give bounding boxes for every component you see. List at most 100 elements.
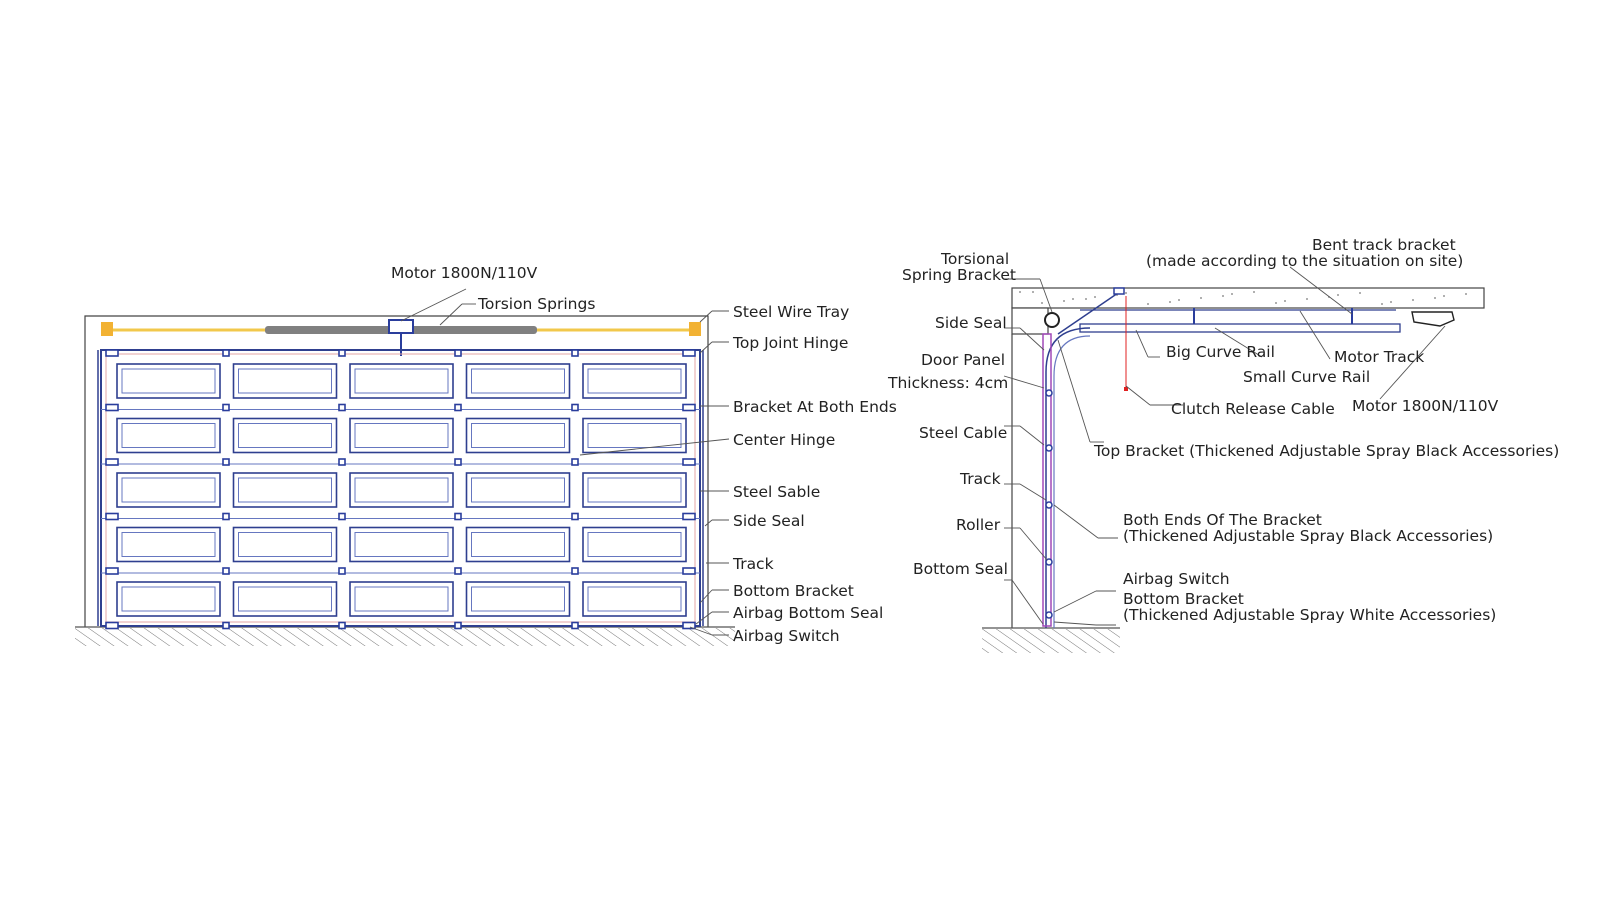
door-panel-inner <box>238 532 332 557</box>
label-steel-wire-tray: Steel Wire Tray <box>733 303 849 321</box>
door-panel-recess <box>349 472 454 508</box>
door-panel-recess <box>582 417 687 454</box>
label-track-side: Track <box>959 470 1001 488</box>
center-hinge <box>454 403 462 412</box>
big-curve-rail <box>1045 327 1091 628</box>
label-bottom-bracket-side: Bottom Bracket <box>1123 590 1244 608</box>
concrete-speck <box>1147 303 1149 305</box>
concrete-speck <box>1063 300 1065 302</box>
center-hinge <box>571 512 579 521</box>
center-hinge <box>338 349 346 357</box>
center-hinge <box>571 403 579 412</box>
door-panel-recess <box>116 363 221 399</box>
label-small-curve-rail: Small Curve Rail <box>1243 368 1370 386</box>
concrete-speck <box>1041 302 1043 304</box>
concrete-speck <box>1412 299 1414 301</box>
label-roller: Roller <box>956 516 1001 534</box>
door-panel-inner <box>354 532 449 557</box>
door-panel-inner <box>238 423 332 448</box>
door-panel-inner <box>121 423 216 448</box>
label-torsional: Torsional <box>940 250 1009 268</box>
concrete-speck <box>1019 291 1021 293</box>
door-panel-inner <box>354 368 449 394</box>
ceiling-slab <box>1011 287 1485 309</box>
label-motor-track: Motor Track <box>1334 348 1424 366</box>
center-hinge <box>222 512 230 521</box>
concrete-speck <box>1253 291 1255 293</box>
door-inner-seal <box>105 353 696 623</box>
door-panel-recess <box>116 581 221 617</box>
center-hinge <box>222 621 230 630</box>
door-panel-recess <box>582 581 687 617</box>
concrete-speck <box>1169 301 1171 303</box>
door-panel-recess <box>232 581 338 617</box>
side-leaders <box>1003 266 1446 626</box>
end-bracket <box>682 349 696 357</box>
label-clutch-release-cable: Clutch Release Cable <box>1171 400 1335 418</box>
label-top-joint-hinge: Top Joint Hinge <box>732 334 848 352</box>
end-bracket <box>682 403 696 412</box>
label-bracket-both-ends: Bracket At Both Ends <box>733 398 897 416</box>
left-end-bracket <box>101 322 113 336</box>
label-bent-track-note: (made according to the situation on site… <box>1146 252 1463 270</box>
spring-drum <box>1044 312 1060 328</box>
door-panel-inner <box>354 586 449 612</box>
end-bracket <box>682 567 696 575</box>
label-airbag-bottom-seal: Airbag Bottom Seal <box>733 604 883 622</box>
front-view: Motor 1800N/110V Torsion Springs Steel W… <box>75 264 897 646</box>
concrete-speck <box>1381 303 1383 305</box>
center-hinge <box>454 567 462 575</box>
center-hinge <box>454 458 462 466</box>
door-panel-recess <box>465 581 571 617</box>
door-panel-inner <box>238 477 332 503</box>
door-frame <box>100 349 701 627</box>
label-big-curve-rail: Big Curve Rail <box>1166 343 1275 361</box>
door-panels <box>101 363 700 617</box>
door-panel-inner <box>121 532 216 557</box>
end-bracket <box>105 512 119 521</box>
label-both-ends-note: (Thickened Adjustable Spray Black Access… <box>1123 527 1493 545</box>
center-hinge <box>338 567 346 575</box>
door-panel-recess <box>582 526 687 563</box>
side-motor-unit <box>1411 311 1455 327</box>
door-panel-recess <box>465 417 571 454</box>
concrete-speck <box>1275 302 1277 304</box>
door-panel-inner <box>587 423 682 448</box>
concrete-speck <box>1032 291 1034 293</box>
door-panel-inner <box>587 586 682 612</box>
door-panel-recess <box>116 526 221 563</box>
concrete-speck <box>1390 301 1392 303</box>
label-motor: Motor 1800N/110V <box>391 264 538 282</box>
label-side-seal-side: Side Seal <box>935 314 1007 332</box>
label-both-ends: Both Ends Of The Bracket <box>1123 511 1322 529</box>
center-hinge <box>338 458 346 466</box>
center-hinge <box>222 567 230 575</box>
door-panel-recess <box>232 363 338 399</box>
door-panel-recess <box>232 417 338 454</box>
concrete-speck <box>1231 293 1233 295</box>
door-panel-inner <box>121 586 216 612</box>
center-hinge <box>338 512 346 521</box>
door-panel-recess <box>465 526 571 563</box>
concrete-speck <box>1443 295 1445 297</box>
door-panel-recess <box>232 526 338 563</box>
door-panel-recess <box>349 581 454 617</box>
label-steel-cable: Steel Cable <box>919 424 1007 442</box>
label-spring-bracket: Spring Bracket <box>902 266 1016 284</box>
door-panel-inner <box>238 368 332 394</box>
door-panel-inner <box>354 477 449 503</box>
end-bracket <box>682 512 696 521</box>
concrete-speck <box>1284 300 1286 302</box>
center-hinge <box>338 403 346 412</box>
motor-arm <box>1057 292 1119 335</box>
horizontal-rail <box>1079 323 1401 333</box>
door-panel-inner <box>471 423 565 448</box>
door-panel-recess <box>582 472 687 508</box>
door-panel-recess <box>349 363 454 399</box>
concrete-speck <box>1072 298 1074 300</box>
label-side-seal: Side Seal <box>733 512 805 530</box>
front-leaders <box>400 288 730 636</box>
label-torsion-springs: Torsion Springs <box>477 295 595 313</box>
door-panel-inner <box>587 368 682 394</box>
concrete-speck <box>1178 299 1180 301</box>
